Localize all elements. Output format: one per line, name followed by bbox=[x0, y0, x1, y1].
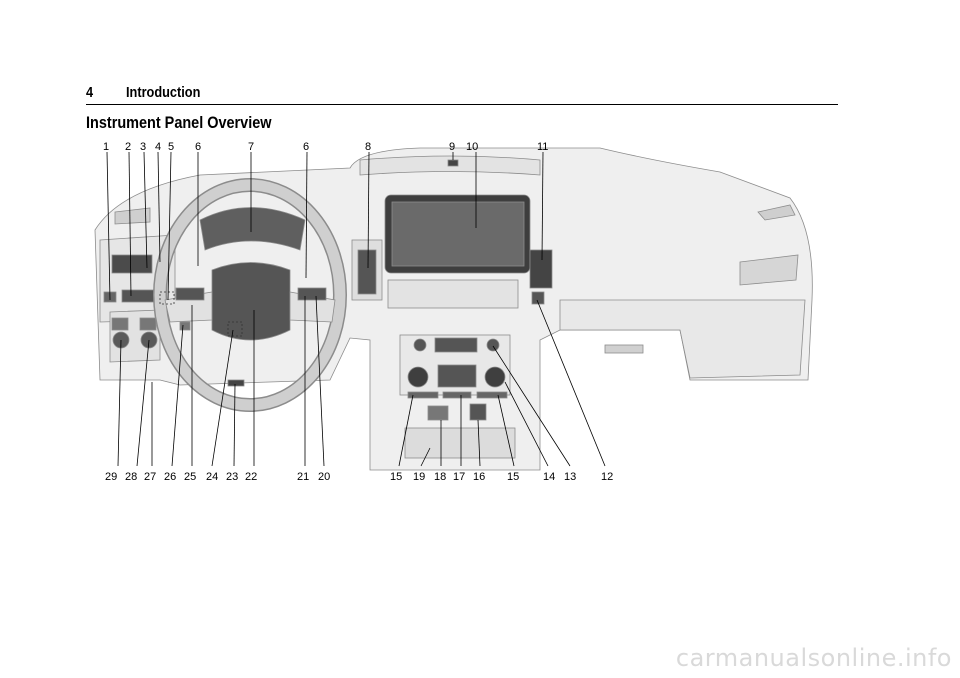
callout-8: 8 bbox=[365, 141, 371, 153]
callout-9: 9 bbox=[449, 141, 455, 153]
callout-20: 20 bbox=[318, 471, 330, 483]
callout-27: 27 bbox=[144, 471, 156, 483]
leader-lines bbox=[106, 151, 606, 467]
callouts-bottom: 29 28 27 26 25 24 23 22 21 20 15 19 18 1… bbox=[105, 471, 613, 483]
callout-29: 29 bbox=[105, 471, 117, 483]
dashboard-illustration bbox=[94, 147, 813, 471]
callout-12: 12 bbox=[601, 471, 613, 483]
callouts-top: 1 2 3 4 5 6 7 6 8 9 10 11 bbox=[103, 141, 548, 153]
callout-18: 18 bbox=[434, 471, 446, 483]
callout-11: 11 bbox=[537, 141, 548, 153]
callout-10: 10 bbox=[466, 141, 478, 153]
callout-15: 15 bbox=[390, 471, 402, 483]
watermark: carmanualsonline.info bbox=[675, 644, 952, 672]
callout-13: 13 bbox=[564, 471, 576, 483]
callout-4: 4 bbox=[155, 141, 161, 153]
callout-6b: 6 bbox=[303, 141, 309, 153]
section-title: Instrument Panel Overview bbox=[86, 113, 272, 132]
callout-19: 19 bbox=[413, 471, 425, 483]
page-header: 4 Introduction bbox=[86, 84, 838, 105]
callout-17: 17 bbox=[453, 471, 465, 483]
callout-22: 22 bbox=[245, 471, 257, 483]
callout-15b: 15 bbox=[507, 471, 519, 483]
callout-26: 26 bbox=[164, 471, 176, 483]
chapter-title: Introduction bbox=[126, 84, 201, 101]
callout-28: 28 bbox=[125, 471, 137, 483]
callout-16: 16 bbox=[473, 471, 485, 483]
callout-24: 24 bbox=[206, 471, 218, 483]
callout-3: 3 bbox=[140, 141, 146, 153]
callout-6: 6 bbox=[195, 141, 201, 153]
callout-23: 23 bbox=[226, 471, 238, 483]
callout-7: 7 bbox=[248, 141, 254, 153]
callout-25: 25 bbox=[184, 471, 196, 483]
callout-14: 14 bbox=[543, 471, 555, 483]
callout-5: 5 bbox=[168, 141, 174, 153]
callout-21: 21 bbox=[297, 471, 309, 483]
callout-1: 1 bbox=[103, 141, 109, 153]
page-number: 4 bbox=[86, 84, 94, 101]
callout-2: 2 bbox=[125, 141, 131, 153]
